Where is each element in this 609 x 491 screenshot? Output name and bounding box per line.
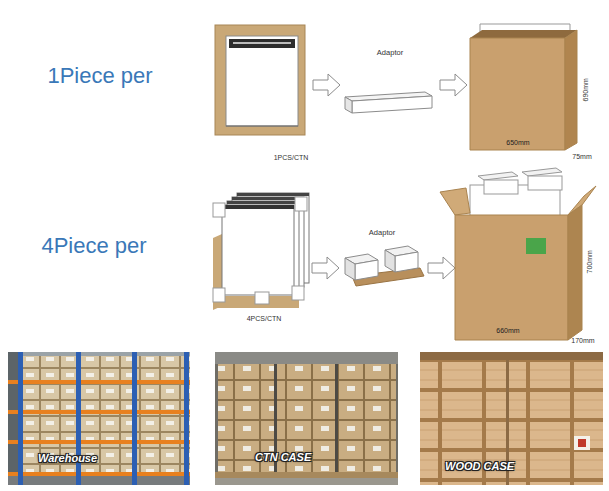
dimension-label: 690mm <box>582 78 590 101</box>
photo-caption: WOOD CASE <box>445 460 514 472</box>
row-heading: 1Piece per <box>47 64 152 88</box>
dimension-label-holder: 690mm <box>582 78 590 101</box>
dimension-label: 75mm <box>572 153 591 161</box>
dimension-label: 700mm <box>586 250 594 273</box>
photo-caption: CTN CASE <box>255 451 311 463</box>
part-label: Adaptor <box>369 229 395 237</box>
dimension-label: 170mm <box>571 337 594 345</box>
row-heading: 4Piece per <box>41 234 146 258</box>
part-label-holder: Adaptor <box>377 49 403 57</box>
photo-caption: Warehouse <box>38 452 97 464</box>
photo-panel: WOOD CASE <box>420 352 603 485</box>
row-heading-holder: 4Piece per <box>41 234 146 258</box>
quantity-label-holder: 1PCS/CTN <box>274 154 309 162</box>
quantity-label-holder: 4PCS/CTN <box>247 315 282 323</box>
dimension-label: 650mm <box>506 139 529 147</box>
quantity-label: 4PCS/CTN <box>247 315 282 323</box>
dimension-label: 660mm <box>496 327 519 335</box>
photo-panel: CTN CASE <box>215 352 398 485</box>
dimension-label-holder: 75mm <box>572 153 591 161</box>
part-label: Adaptor <box>377 49 403 57</box>
row-heading-holder: 1Piece per <box>47 64 152 88</box>
photo-panel: Warehouse <box>8 352 190 485</box>
quantity-label: 1PCS/CTN <box>274 154 309 162</box>
dimension-label-holder: 170mm <box>571 337 594 345</box>
dimension-label-holder: 650mm <box>506 139 529 147</box>
dimension-label-holder: 700mm <box>586 250 594 273</box>
dimension-label-holder: 660mm <box>496 327 519 335</box>
part-label-holder: Adaptor <box>369 229 395 237</box>
